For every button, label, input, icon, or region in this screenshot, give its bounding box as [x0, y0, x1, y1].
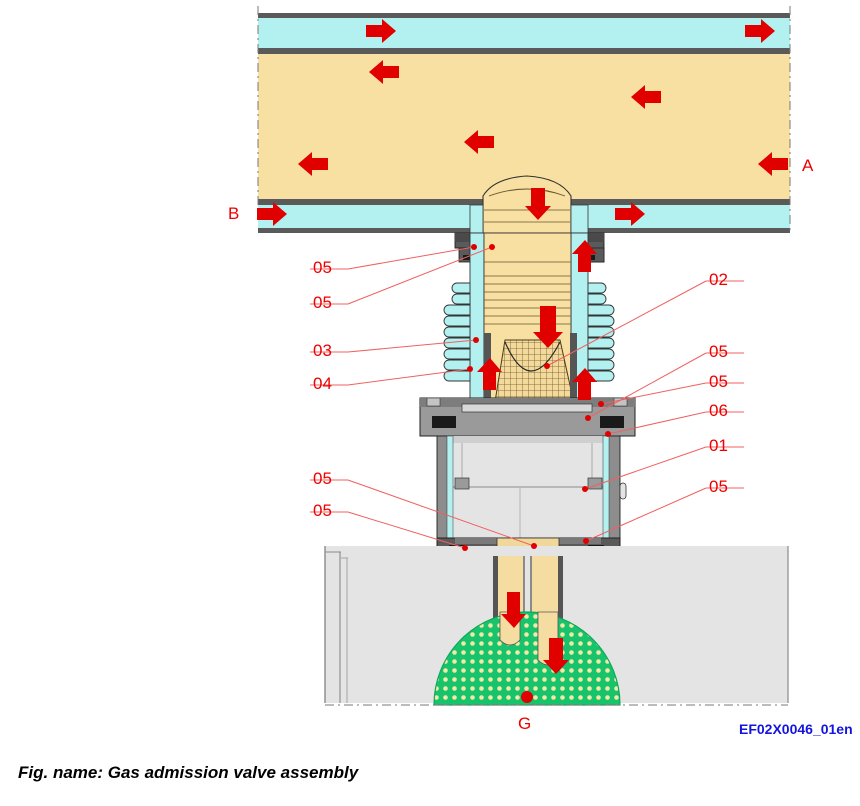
flow-label-G: G [518, 714, 532, 733]
leader-lines-right [546, 280, 744, 542]
arrow-up [572, 368, 597, 400]
flow-arrows [257, 19, 788, 674]
arrow-right [257, 202, 287, 226]
arrow-left [298, 152, 328, 176]
arrow-left [758, 152, 788, 176]
part-label-05-c: 05 [313, 469, 332, 488]
part-label-03: 03 [313, 341, 332, 360]
gas-point-marker [521, 691, 533, 703]
arrow-left [464, 130, 494, 154]
part-label-06: 06 [709, 401, 728, 420]
arrow-left [369, 60, 399, 84]
arrow-down [543, 638, 569, 674]
part-label-05-d: 05 [313, 501, 332, 520]
arrow-down [533, 306, 563, 348]
arrow-right [366, 19, 396, 43]
part-label-05-a: 05 [313, 258, 332, 277]
arrow-up [572, 240, 597, 272]
figure-caption: Fig. name: Gas admission valve assembly [18, 763, 359, 782]
part-label-02: 02 [709, 270, 728, 289]
boundary-centerlines [257, 6, 791, 706]
part-label-05-e: 05 [709, 342, 728, 361]
arrow-right [615, 202, 645, 226]
arrow-up [477, 358, 502, 390]
arrow-right [745, 19, 775, 43]
bellows-fins [443, 282, 615, 382]
valve-throat [469, 175, 589, 234]
part-label-05-b: 05 [313, 293, 332, 312]
leader-lines-left [310, 246, 535, 549]
drawing-code: EF02X0046_01en [739, 721, 853, 737]
leader-dots-left [462, 244, 537, 551]
flow-label-A: A [802, 156, 814, 175]
arrow-left [631, 85, 661, 109]
arrow-down [525, 188, 551, 220]
part-label-01: 01 [709, 436, 728, 455]
part-label-05-f: 05 [709, 372, 728, 391]
flow-label-B: B [228, 204, 240, 223]
part-label-05-g: 05 [709, 477, 728, 496]
actuator-body [436, 435, 627, 539]
arrow-down [501, 592, 526, 628]
part-label-04: 04 [313, 374, 332, 393]
leader-dots-right [544, 363, 611, 544]
upper-air-duct [258, 13, 790, 54]
